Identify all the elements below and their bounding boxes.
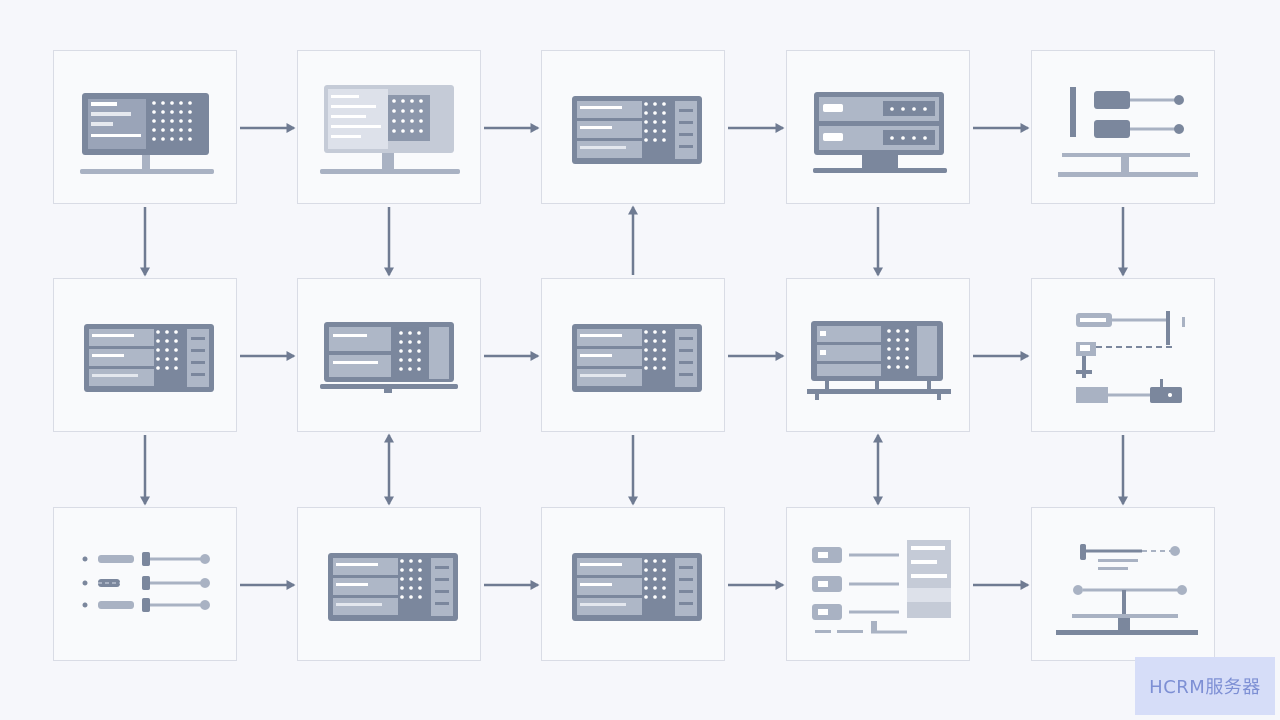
server-panel-icon [572,96,702,164]
network-hub-icon [1056,544,1198,635]
slider-settings-icon [82,552,210,612]
server-panel-icon [572,324,702,392]
server-panel-icon [328,553,458,621]
node-r2c4 [786,278,970,432]
node-r1c3 [541,50,725,204]
rack-server-monitor-icon [813,92,947,173]
server-monitor-icon [80,93,214,174]
node-r3c4 [786,507,970,661]
laptop-server-icon [320,322,458,393]
server-workstation-icon [807,321,951,400]
node-r2c5 [1031,278,1215,432]
node-r2c3 [541,278,725,432]
node-r3c5 [1031,507,1215,661]
node-r3c2 [297,507,481,661]
data-list-icon [812,540,951,634]
server-monitor-light-icon [320,85,460,174]
node-r2c1 [53,278,237,432]
node-r3c3 [541,507,725,661]
node-r1c4 [786,50,970,204]
node-r1c5 [1031,50,1215,204]
watermark-label: HCRM服务器 [1135,657,1275,715]
server-panel-icon [84,324,214,392]
node-r1c1 [53,50,237,204]
node-r1c2 [297,50,481,204]
server-panel-icon [572,553,702,621]
node-r2c2 [297,278,481,432]
network-topology-icon [1058,87,1198,177]
network-connection-icon [1076,311,1185,403]
node-r3c1 [53,507,237,661]
